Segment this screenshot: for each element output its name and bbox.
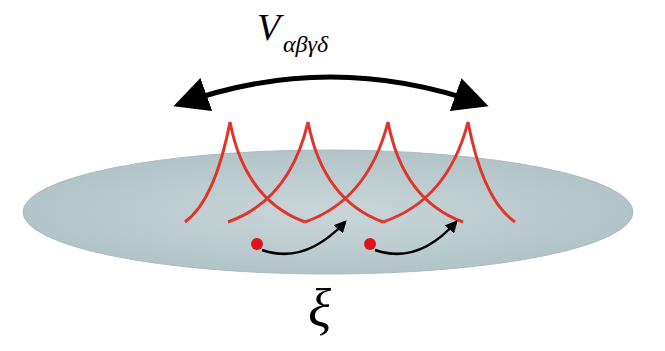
interaction-subscript: αβγδ	[283, 32, 328, 56]
interaction-symbol: V	[257, 8, 280, 46]
particle-dot	[364, 238, 376, 250]
hop-arrow	[375, 222, 456, 254]
orbital-peaks	[185, 122, 515, 222]
particle-dot	[251, 238, 263, 250]
hop-arrow	[262, 222, 345, 254]
substrate-symbol: ξ	[308, 282, 331, 336]
interaction-arrow	[180, 77, 482, 104]
